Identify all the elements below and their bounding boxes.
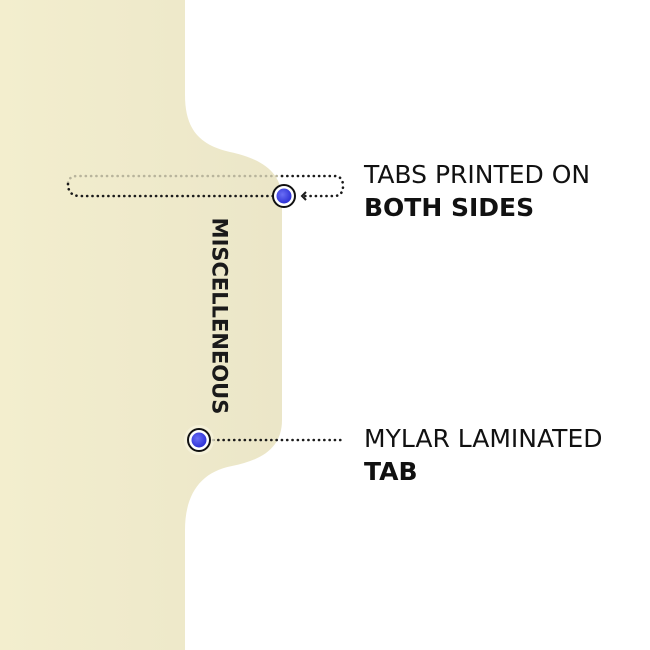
callout-2-line1: MYLAR LAMINATED [364,424,603,453]
callout-mylar-laminated: MYLAR LAMINATED TAB [364,422,603,488]
callout-1-line1: TABS PRINTED ON [364,160,591,189]
callout-1-leader-line [66,182,276,198]
tab-label-text: MISCELLENEOUS [207,217,231,415]
callout-2-marker-icon [184,425,214,455]
callout-1-marker-icon [272,184,296,208]
divider-sheet [0,0,282,650]
callout-printed-both-sides: TABS PRINTED ON BOTH SIDES [364,158,590,224]
callout-1-arrowhead-icon [300,191,307,201]
callout-2-line2: TAB [364,457,418,486]
tab-label: MISCELLENEOUS [196,200,242,432]
callout-1-line2: BOTH SIDES [364,193,535,222]
callout-1-return-line [280,174,345,198]
callout-1-back-line [66,174,284,186]
